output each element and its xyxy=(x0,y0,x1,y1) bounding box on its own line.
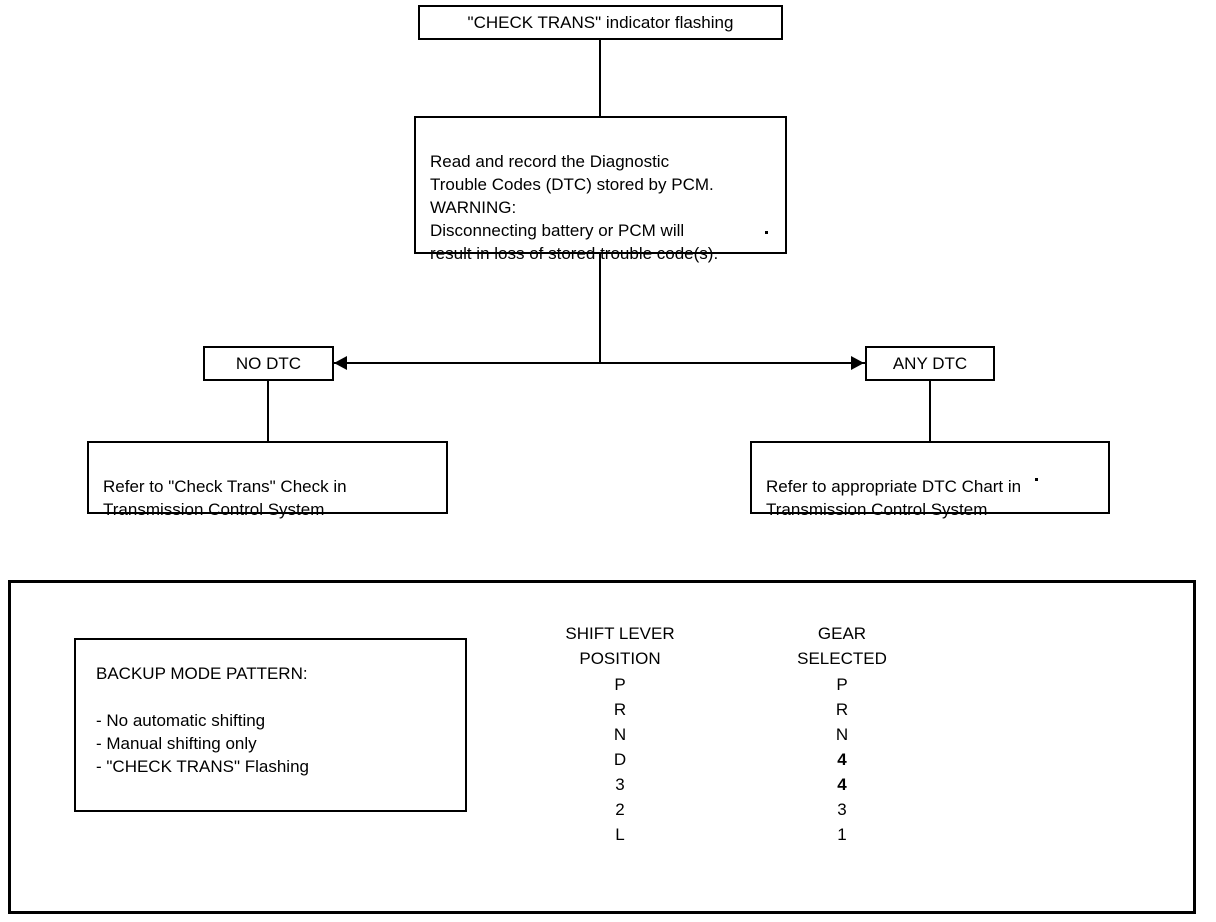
connector-start-to-instruction xyxy=(599,40,601,116)
shift-gear-table: SHIFT LEVER POSITION P R N D 3 2 L GEAR … xyxy=(556,621,906,847)
gear-selected-cell: 3 xyxy=(837,800,847,819)
backup-mode-title: BACKUP MODE PATTERN: xyxy=(96,664,308,683)
shift-position-cell: P xyxy=(614,675,626,694)
shift-position-cell: 2 xyxy=(615,800,625,819)
node-check-trans-indicator-label: "CHECK TRANS" indicator flashing xyxy=(467,13,734,32)
connector-branch-bar xyxy=(291,362,871,364)
node-no-dtc: NO DTC xyxy=(203,346,334,381)
shift-lever-position-column: SHIFT LEVER POSITION P R N D 3 2 L xyxy=(556,621,684,847)
gear-selected-cell: 1 xyxy=(837,825,847,844)
node-read-record-dtc: Read and record the Diagnostic Trouble C… xyxy=(414,116,787,263)
gear-selected-cell: P xyxy=(836,675,848,694)
node-refer-dtc-chart: Refer to appropriate DTC Chart in Transm… xyxy=(750,441,1110,519)
node-any-dtc-label: ANY DTC xyxy=(892,354,968,373)
scan-speck-artifact-2 xyxy=(1035,478,1038,481)
shift-position-cell: 3 xyxy=(615,775,625,794)
gear-selected-header: GEAR SELECTED xyxy=(797,624,887,668)
gear-selected-cell: R xyxy=(835,700,849,719)
shift-position-cell: D xyxy=(613,750,627,769)
connector-instruction-to-junction xyxy=(599,254,601,364)
connector-no-dtc-to-outcome xyxy=(267,381,269,441)
shift-position-cell: L xyxy=(615,825,625,844)
gear-selected-column: GEAR SELECTED P R N 4 4 3 1 xyxy=(778,621,906,847)
connector-any-dtc-to-outcome xyxy=(929,381,931,441)
arrowhead-to-any-dtc xyxy=(851,356,864,370)
node-refer-dtc-chart-label: Refer to appropriate DTC Chart in Transm… xyxy=(766,477,1022,519)
gear-selected-cell: 4 xyxy=(837,750,847,769)
shift-lever-position-header: SHIFT LEVER POSITION xyxy=(565,624,675,668)
backup-mode-panel: BACKUP MODE PATTERN: - No automatic shif… xyxy=(8,580,1196,914)
shift-position-cell: R xyxy=(613,700,627,719)
node-check-trans-indicator: "CHECK TRANS" indicator flashing xyxy=(418,5,783,40)
backup-mode-box: BACKUP MODE PATTERN: - No automatic shif… xyxy=(74,638,467,812)
scan-speck-artifact xyxy=(765,231,768,234)
node-read-record-dtc-label: Read and record the Diagnostic Trouble C… xyxy=(430,152,719,263)
node-no-dtc-label: NO DTC xyxy=(235,354,302,373)
gear-selected-cell: N xyxy=(835,725,849,744)
node-refer-check-trans: Refer to "Check Trans" Check in Transmis… xyxy=(87,441,448,519)
backup-mode-items: - No automatic shifting - Manual shiftin… xyxy=(96,711,309,776)
arrowhead-to-no-dtc xyxy=(334,356,347,370)
gear-selected-cell: 4 xyxy=(837,775,847,794)
shift-position-cell: N xyxy=(613,725,627,744)
node-any-dtc: ANY DTC xyxy=(865,346,995,381)
node-refer-check-trans-label: Refer to "Check Trans" Check in Transmis… xyxy=(103,477,347,519)
